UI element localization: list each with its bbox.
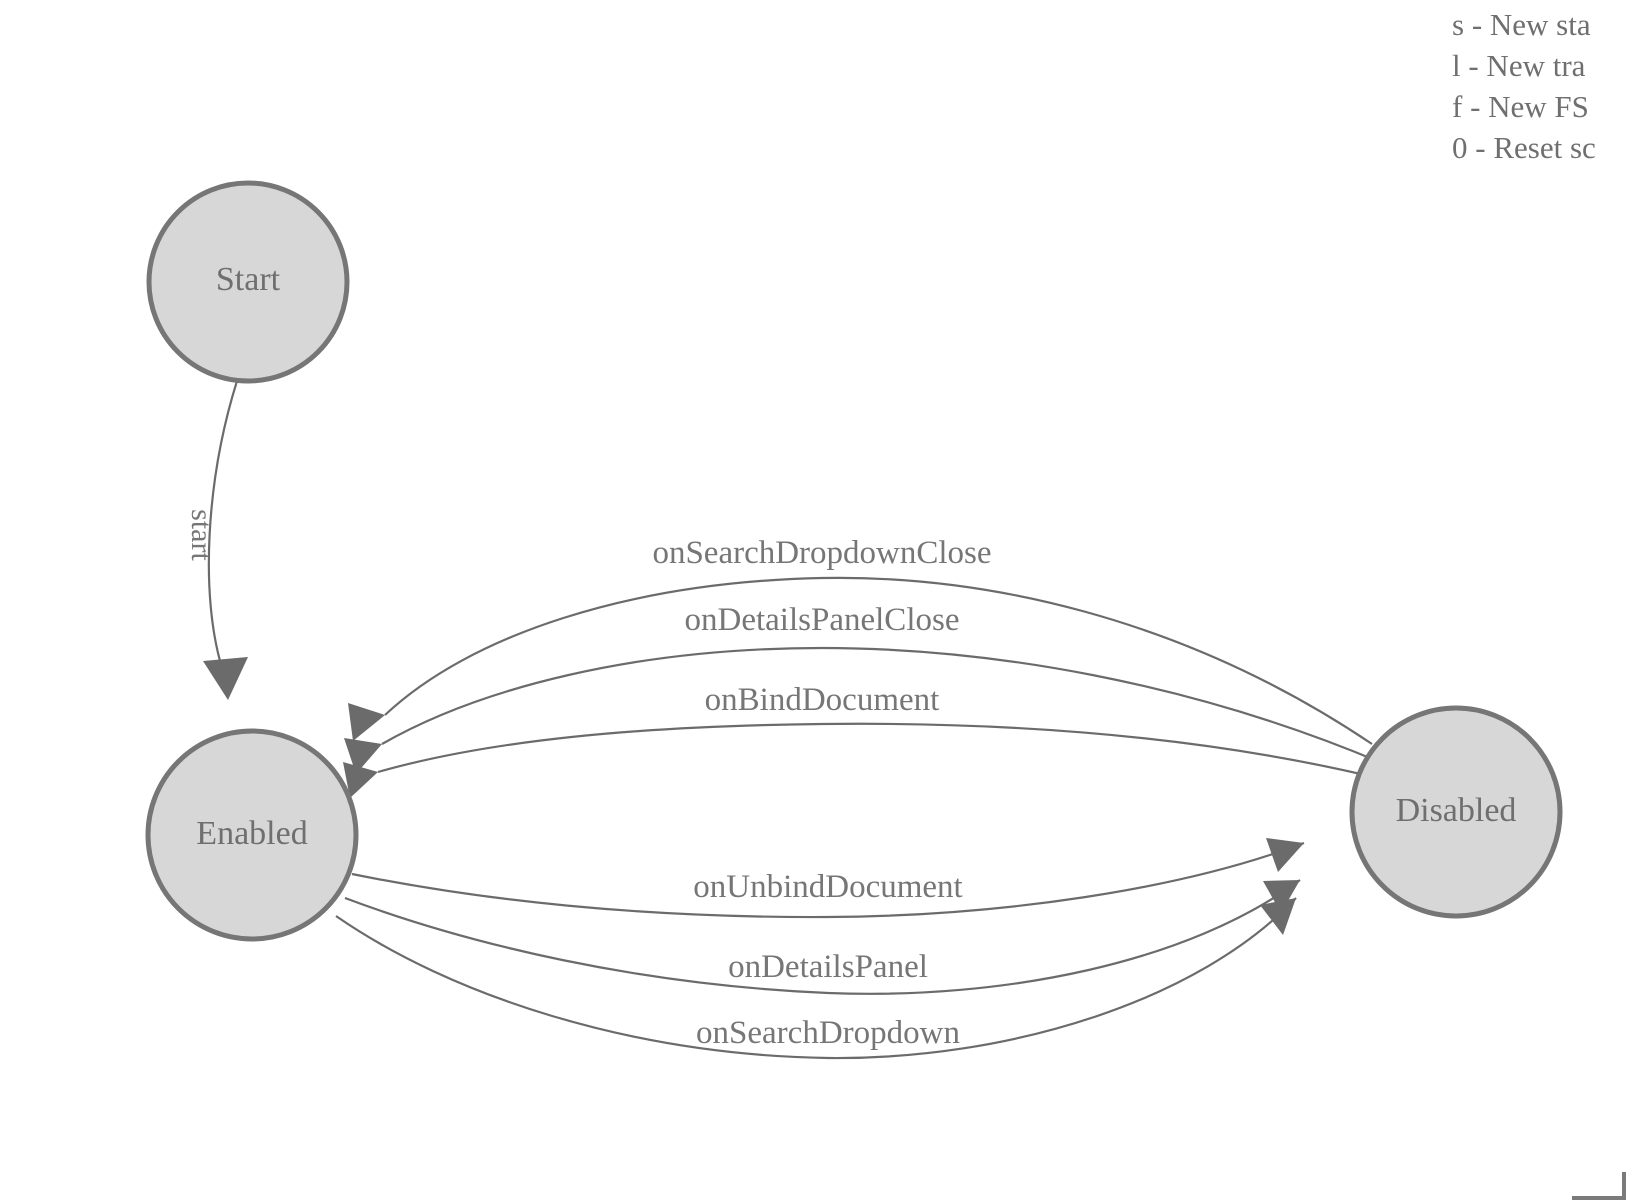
legend-line-new-state: s - New sta [1452, 7, 1591, 42]
edge-path [384, 576, 1373, 745]
node-label: Enabled [196, 815, 307, 852]
edge-path [351, 841, 1305, 919]
node-circle [145, 728, 359, 942]
edge-path [381, 646, 1383, 765]
edge-on-search-dropdown-close[interactable] [348, 576, 1373, 745]
edge-path [377, 722, 1387, 782]
arrowhead-icon [1260, 898, 1296, 935]
keyboard-shortcut-legend: s - New sta l - New tra f - New FS 0 - R… [1422, 0, 1632, 168]
edge-path [207, 380, 239, 669]
edge-label-on-bind-document: onBindDocument [705, 682, 940, 718]
legend-line-new-transition: l - New tra [1452, 48, 1586, 83]
edge-label-start: start [185, 509, 218, 561]
edge-path [335, 897, 1297, 1060]
node-circle [1349, 705, 1563, 919]
edge-path [344, 879, 1301, 995]
edge-on-details-panel[interactable] [344, 879, 1301, 995]
arrowhead-icon [203, 657, 248, 700]
node-label: Start [216, 261, 281, 298]
arrowhead-icon [1263, 880, 1300, 913]
edge-label-on-unbind-document: onUnbindDocument [693, 869, 962, 905]
node-disabled[interactable]: Disabled [1349, 705, 1563, 919]
edge-start[interactable] [203, 380, 248, 700]
legend-line-new-fsm: f - New FS [1452, 89, 1589, 124]
legend-line-reset: 0 - Reset sc [1452, 130, 1596, 165]
edge-label-on-search-dropdown-close: onSearchDropdownClose [652, 535, 991, 571]
edge-on-unbind-document[interactable] [351, 838, 1305, 919]
arrowhead-icon [348, 703, 385, 741]
edge-label-on-search-dropdown: onSearchDropdown [696, 1015, 960, 1051]
edge-on-search-dropdown[interactable] [335, 897, 1297, 1060]
corner-vertical-line [1622, 1172, 1626, 1200]
edge-on-bind-document[interactable] [343, 722, 1387, 798]
edge-label-on-details-panel-close: onDetailsPanelClose [685, 602, 960, 638]
node-label: Disabled [1396, 792, 1517, 829]
arrowhead-icon [1266, 838, 1304, 872]
resize-corner-mark [1572, 1172, 1626, 1200]
arrowhead-icon [343, 762, 378, 798]
node-start[interactable]: Start [146, 180, 350, 384]
edge-label-on-details-panel: onDetailsPanel [728, 949, 928, 985]
node-enabled[interactable]: Enabled [145, 728, 359, 942]
node-circle [146, 180, 350, 384]
corner-horizontal-line [1572, 1196, 1626, 1200]
